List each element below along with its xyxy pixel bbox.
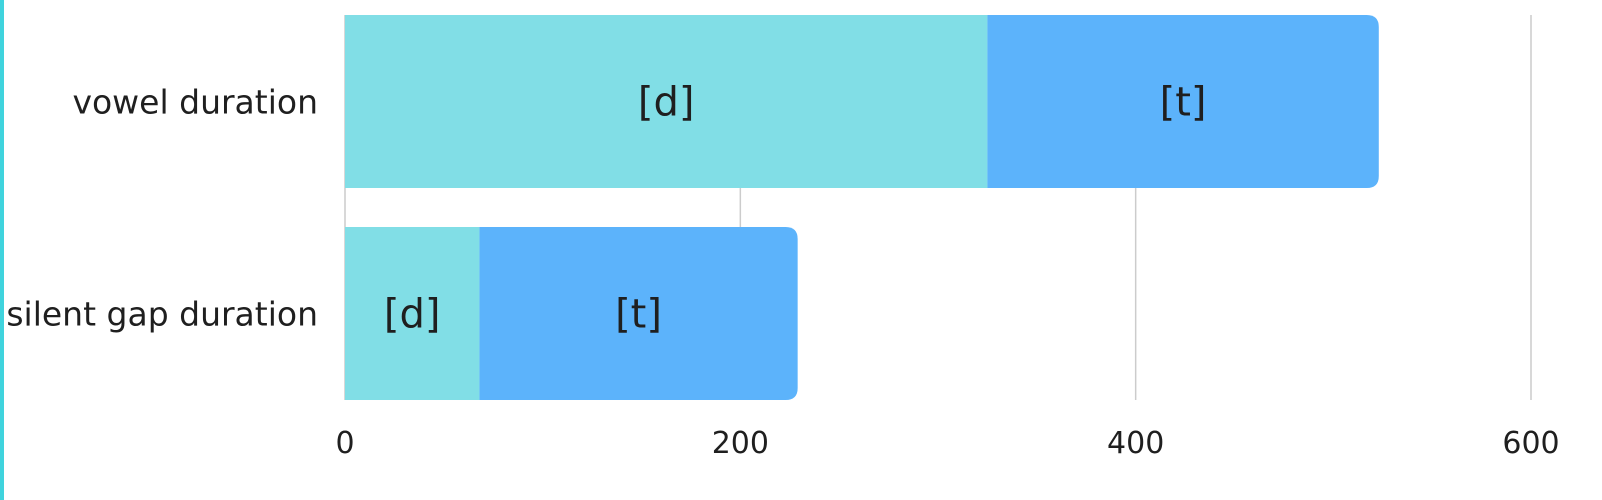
category-label: vowel duration	[72, 83, 318, 122]
x-tick-label: 200	[712, 426, 769, 461]
bar-segment	[345, 227, 480, 400]
bar-segment	[987, 15, 1379, 188]
x-tick-label: 600	[1502, 426, 1559, 461]
segment-label: [t]	[615, 292, 662, 338]
category-label: silent gap duration	[6, 295, 318, 334]
x-tick-label: 0	[335, 426, 354, 461]
segment-label: [d]	[384, 292, 441, 338]
bar-segment	[345, 15, 988, 188]
x-axis-ticks: 0 200 400 600	[335, 426, 1559, 461]
segment-label: [t]	[1160, 80, 1207, 126]
category-labels: vowel duration silent gap duration	[6, 83, 318, 334]
x-tick-label: 400	[1107, 426, 1164, 461]
bars	[345, 15, 1379, 400]
segment-label: [d]	[638, 80, 695, 126]
segment-labels: [d] [t] [d] [t]	[384, 80, 1207, 338]
left-accent-edge	[0, 0, 4, 500]
bar-segment	[479, 227, 798, 400]
